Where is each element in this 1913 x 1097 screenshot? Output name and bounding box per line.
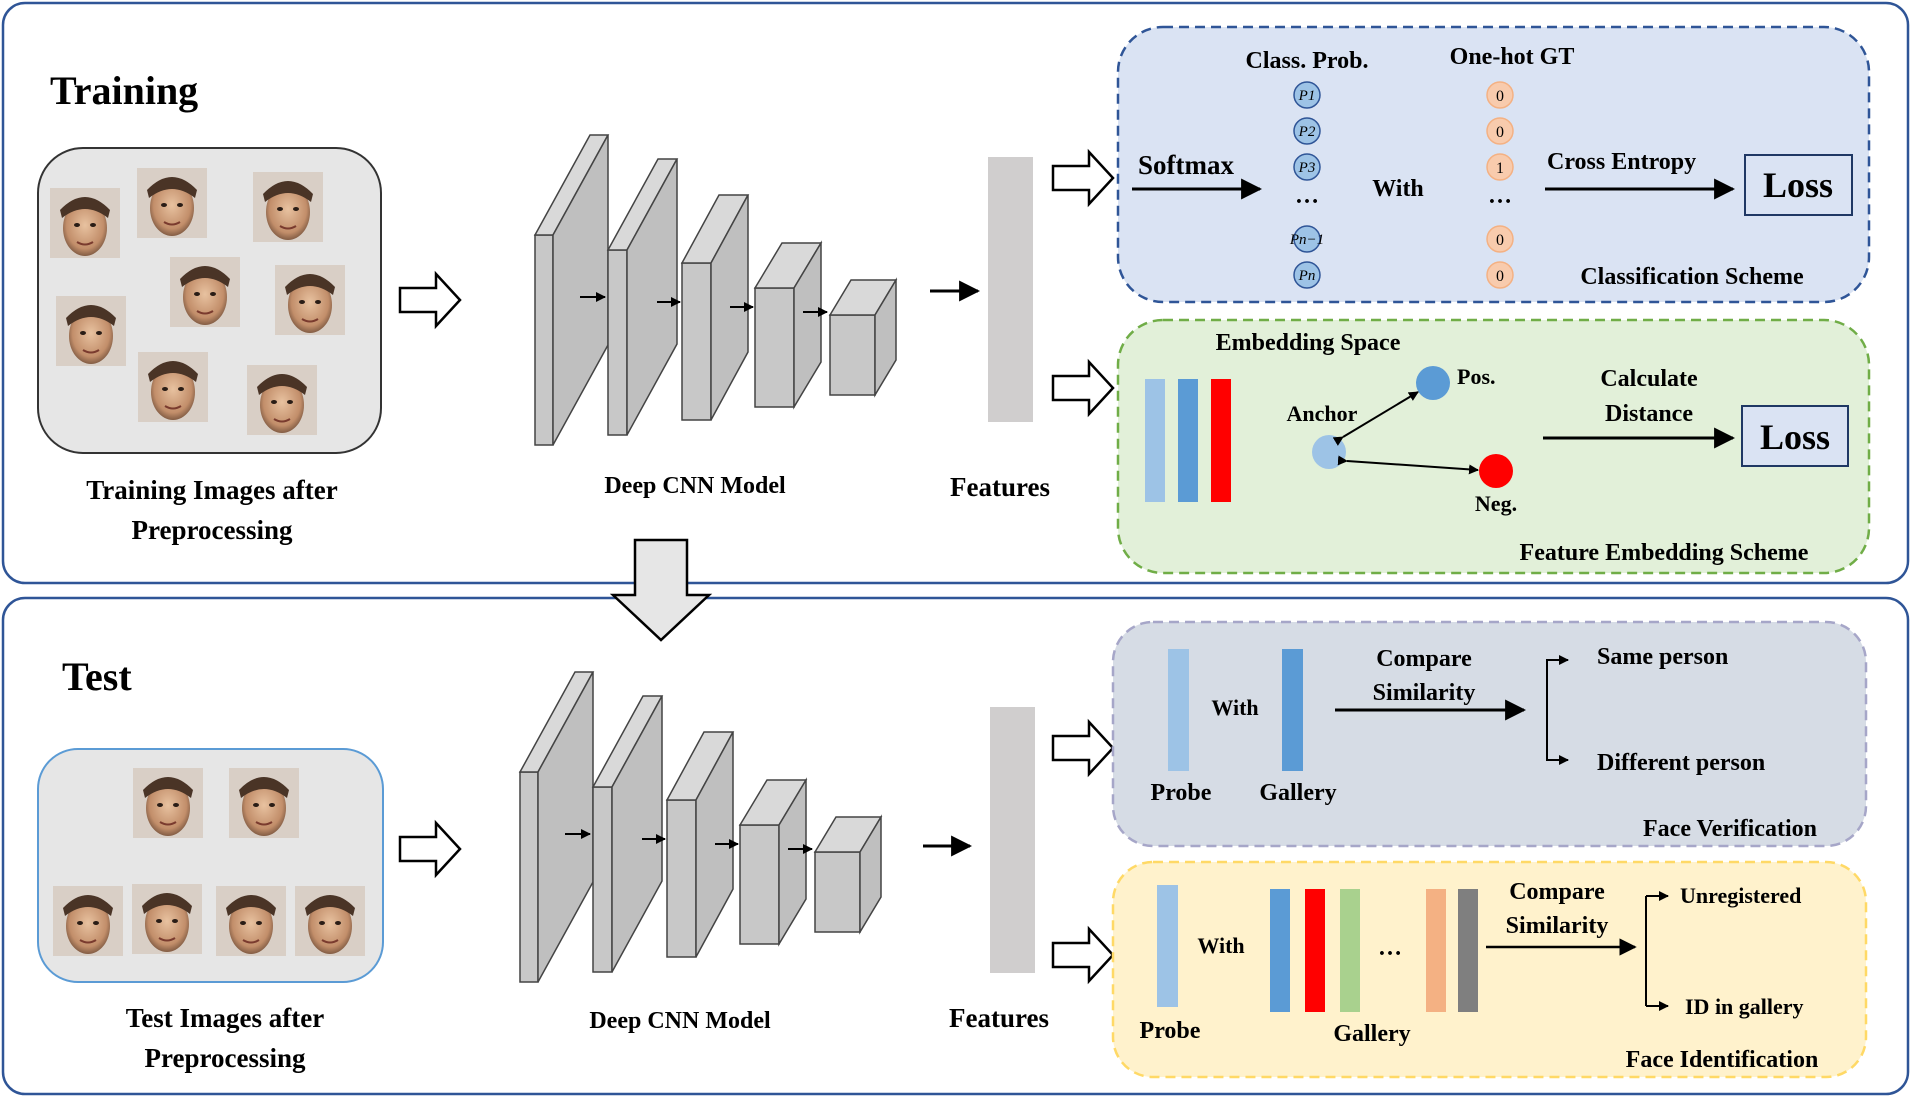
- embedding-bar-positive: [1178, 379, 1198, 502]
- test-features-label: Features: [949, 1003, 1049, 1033]
- test-images-caption-line2: Preprocessing: [145, 1043, 306, 1073]
- class-prob-node: [1293, 261, 1321, 289]
- class-prob-node-label: P3: [1298, 160, 1316, 176]
- positive-point: [1416, 366, 1450, 400]
- training-cnn-label: Deep CNN Model: [604, 473, 786, 499]
- identification-scheme-box: [1111, 860, 1868, 1079]
- anchor-negative-line: [1337, 455, 1479, 475]
- class-prob-node: [1293, 153, 1321, 181]
- verification-compare-label: Compare: [1376, 646, 1472, 672]
- verification-probe-bar: [1168, 649, 1189, 771]
- identification-probe-label: Probe: [1140, 1018, 1201, 1044]
- gallery-bar-orange: [1426, 889, 1446, 1012]
- distance-label: Distance: [1605, 401, 1693, 427]
- embedding-bar-negative: [1211, 379, 1231, 502]
- negative-point: [1479, 454, 1513, 488]
- identification-compare-label: Compare: [1509, 879, 1605, 905]
- neg-label: Neg.: [1475, 491, 1517, 516]
- class-prob-node-label: P2: [1298, 124, 1316, 140]
- test-title: Test: [62, 654, 132, 699]
- embedding-bar-anchor: [1145, 379, 1165, 502]
- gallery-bar-gray: [1458, 889, 1478, 1012]
- with-label-classification: With: [1372, 176, 1424, 202]
- one-hot-node: [1486, 261, 1514, 289]
- unregistered-label: Unregistered: [1680, 883, 1801, 908]
- verification-similarity-label: Similarity: [1373, 680, 1476, 706]
- embedding-scheme-box: [1116, 318, 1871, 575]
- embedding-scheme-label: Feature Embedding Scheme: [1520, 540, 1809, 566]
- class-prob-node-label: Pn: [1298, 268, 1316, 284]
- one-hot-node-value: 0: [1496, 232, 1504, 249]
- gallery-bar-red: [1305, 889, 1325, 1012]
- test-images-caption-line1: Test Images after: [126, 1003, 324, 1033]
- one-hot-ellipsis: …: [1488, 183, 1512, 209]
- gallery-bar-blue: [1270, 889, 1290, 1012]
- pos-label: Pos.: [1457, 364, 1496, 389]
- training-to-test-arrow: [609, 538, 713, 642]
- classification-scheme-label: Classification Scheme: [1580, 264, 1804, 290]
- one-hot-gt-header: One-hot GT: [1450, 44, 1575, 70]
- class-prob-node-label: P1: [1298, 88, 1316, 104]
- one-hot-node: [1486, 225, 1514, 253]
- same-person-label: Same person: [1597, 644, 1728, 670]
- id-in-gallery-label: ID in gallery: [1685, 994, 1804, 1019]
- classification-loss-label: Loss: [1763, 165, 1833, 205]
- softmax-label: Softmax: [1138, 150, 1234, 180]
- verification-scheme-box: [1111, 620, 1868, 848]
- gallery-bar-green: [1340, 889, 1360, 1012]
- anchor-point: [1312, 435, 1346, 469]
- embedding-loss-label: Loss: [1760, 417, 1830, 457]
- one-hot-node-value: 0: [1496, 268, 1504, 285]
- verification-gallery-label: Gallery: [1259, 780, 1336, 806]
- one-hot-node: [1486, 81, 1514, 109]
- different-person-label: Different person: [1597, 750, 1765, 776]
- identification-gallery-ellipsis: …: [1378, 935, 1402, 961]
- identification-probe-bar: [1157, 885, 1178, 1007]
- one-hot-gt-nodes: 0 0 1 0 0: [1486, 81, 1514, 289]
- class-prob-node: [1293, 81, 1321, 109]
- identification-gallery-bars: [1270, 889, 1478, 1012]
- one-hot-node-value: 1: [1496, 160, 1504, 177]
- one-hot-node-value: 0: [1496, 124, 1504, 141]
- class-prob-ellipsis: …: [1295, 183, 1319, 209]
- training-images-caption-line2: Preprocessing: [132, 515, 293, 545]
- verification-gallery-bar: [1282, 649, 1303, 771]
- training-features-label: Features: [950, 472, 1050, 502]
- test-cnn-label: Deep CNN Model: [589, 1008, 771, 1034]
- anchor-positive-line: [1332, 391, 1419, 446]
- verification-probe-label: Probe: [1151, 780, 1212, 806]
- classification-loss-box: [1744, 154, 1853, 216]
- one-hot-node-value: 0: [1496, 88, 1504, 105]
- class-prob-node-label: Pn−1: [1289, 232, 1324, 248]
- class-prob-node: [1293, 225, 1321, 253]
- verification-with-label: With: [1211, 695, 1258, 720]
- training-title: Training: [50, 68, 198, 113]
- identification-with-label: With: [1197, 933, 1244, 958]
- anchor-label: Anchor: [1287, 401, 1358, 426]
- identification-similarity-label: Similarity: [1506, 913, 1609, 939]
- training-feature-vector: [988, 157, 1033, 422]
- identification-scheme-label: Face Identification: [1626, 1047, 1819, 1073]
- identification-gallery-label: Gallery: [1333, 1021, 1410, 1047]
- calculate-label: Calculate: [1600, 366, 1698, 392]
- verification-scheme-label: Face Verification: [1643, 816, 1817, 842]
- embedding-loss-box: [1741, 405, 1849, 467]
- embedding-space-title: Embedding Space: [1216, 330, 1401, 356]
- cross-entropy-label: Cross Entropy: [1547, 149, 1696, 175]
- class-prob-node: [1293, 117, 1321, 145]
- one-hot-node: [1486, 117, 1514, 145]
- one-hot-node: [1486, 153, 1514, 181]
- class-prob-header: Class. Prob.: [1246, 48, 1369, 74]
- training-images-caption-line1: Training Images after: [86, 475, 337, 505]
- test-feature-vector: [990, 707, 1035, 973]
